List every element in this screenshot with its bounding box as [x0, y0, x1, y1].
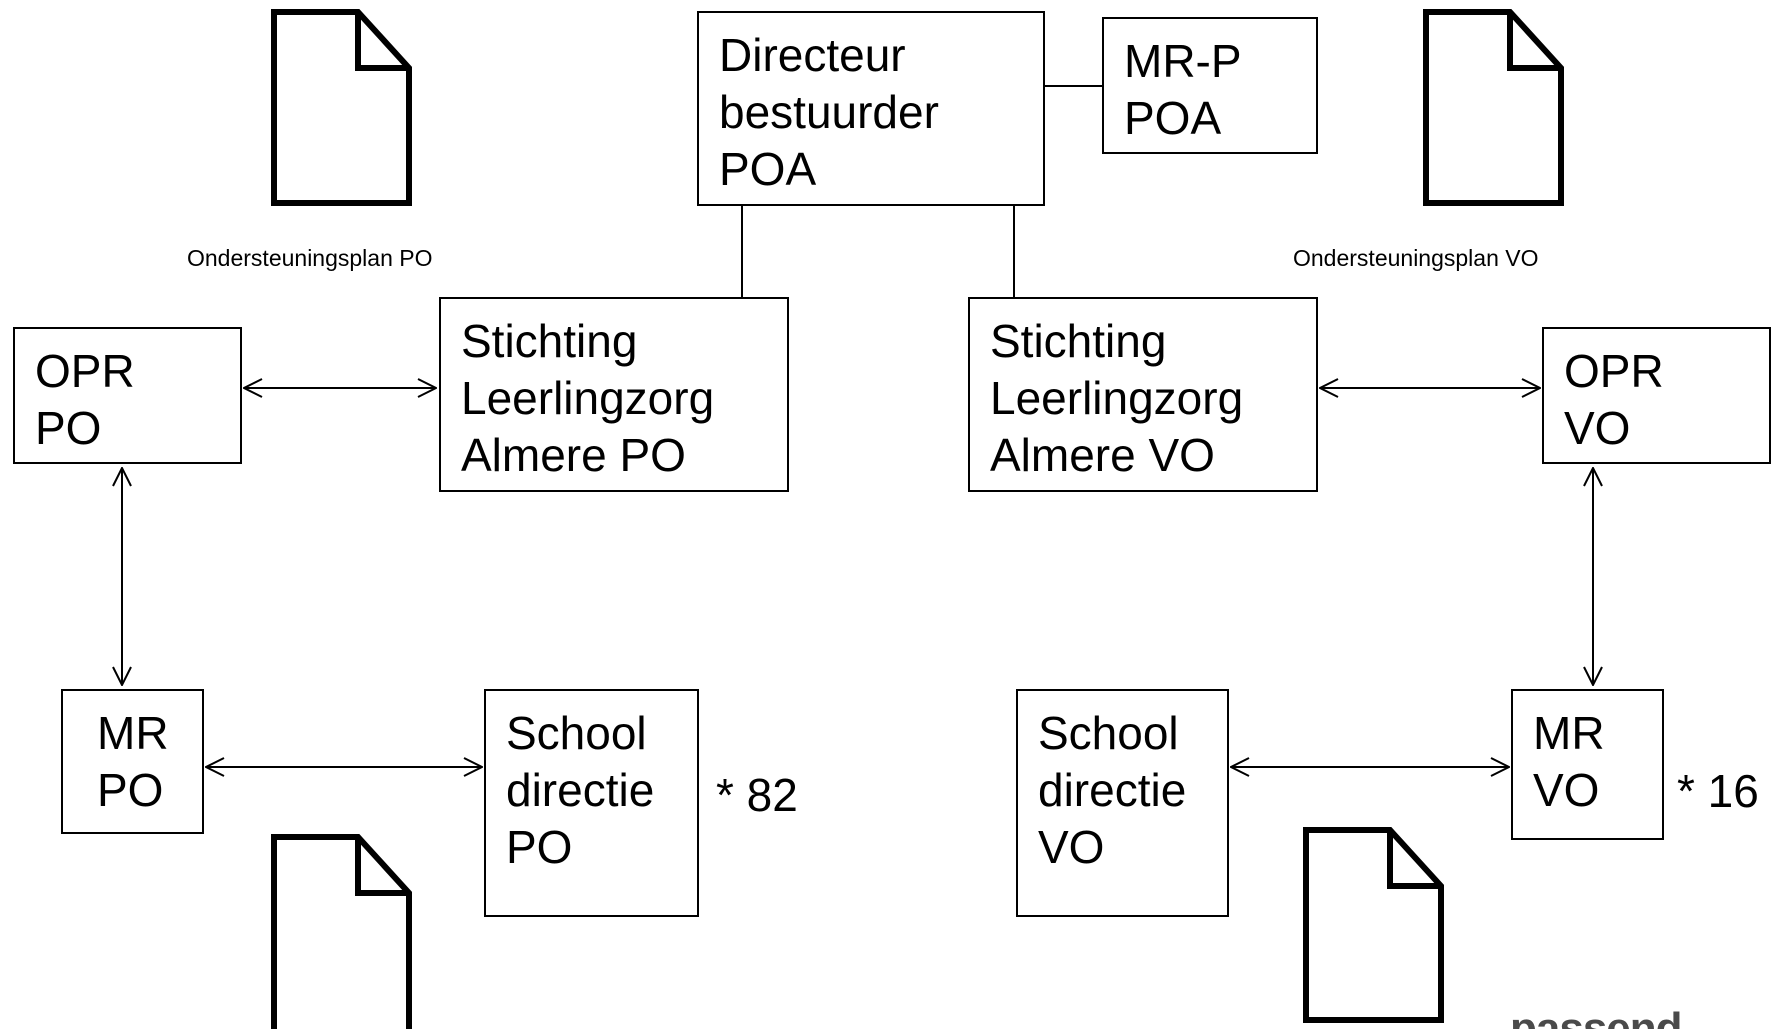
box-school-directie-po: School directie PO: [484, 689, 699, 917]
box-directeur-bestuurder: Directeur bestuurder POA: [697, 11, 1045, 206]
box-mr-vo: MR VO: [1511, 689, 1664, 840]
count-vo: * 16: [1677, 765, 1759, 817]
brand-logo: passend: [1510, 1007, 1682, 1029]
document-icon: [271, 9, 412, 206]
box-label: School directie PO: [506, 707, 655, 873]
box-label: Directeur bestuurder POA: [719, 29, 939, 195]
box-label: Stichting Leerlingzorg Almere VO: [990, 315, 1244, 481]
box-school-directie-vo: School directie VO: [1016, 689, 1229, 917]
document-icon: [271, 834, 412, 1029]
count-po: * 82: [716, 769, 798, 821]
box-label: Stichting Leerlingzorg Almere PO: [461, 315, 715, 481]
document-icon: [1303, 827, 1444, 1023]
caption-ondersteuningsplan-vo: Ondersteuningsplan VO: [1293, 245, 1539, 271]
box-opr-po: OPR PO: [13, 327, 242, 464]
box-label: OPR VO: [1564, 345, 1664, 454]
box-label: School directie VO: [1038, 707, 1187, 873]
box-stichting-po: Stichting Leerlingzorg Almere PO: [439, 297, 789, 492]
box-mr-p-poa: MR-P POA: [1102, 17, 1318, 154]
box-label: OPR PO: [35, 345, 135, 454]
document-icon: [1423, 9, 1564, 206]
box-label: MR-P POA: [1124, 35, 1242, 144]
caption-ondersteuningsplan-po: Ondersteuningsplan PO: [187, 245, 433, 271]
box-mr-po: MR PO: [61, 689, 204, 834]
box-label: MR VO: [1533, 707, 1605, 816]
box-opr-vo: OPR VO: [1542, 327, 1771, 464]
box-stichting-vo: Stichting Leerlingzorg Almere VO: [968, 297, 1318, 492]
box-label: MR PO: [97, 707, 169, 816]
